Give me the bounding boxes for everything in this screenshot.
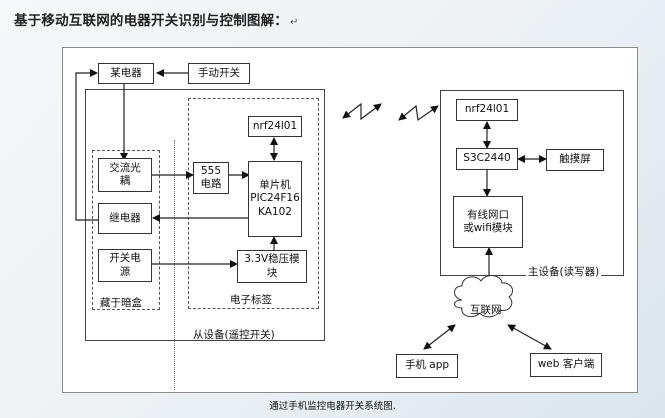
timer-555-label-2: 电路 <box>200 178 222 190</box>
s3c2440-box: S3C2440 <box>456 148 518 170</box>
heading-text: 基于移动互联网的电器开关识别与控制图解： <box>14 13 288 29</box>
mcu-label-3: KA102 <box>258 205 292 218</box>
network-module-box: 有线网口 或wifi模块 <box>453 196 523 248</box>
return-mark-icon: ↵ <box>290 17 299 28</box>
hidden-box-group <box>92 150 160 310</box>
phone-app-box: 手机 app <box>396 354 458 378</box>
wire-internet-phone <box>423 324 456 350</box>
timer-555-label-1: 555 <box>200 164 222 177</box>
ac-optocoupler-box: 交流光 耦 <box>98 158 152 192</box>
nrf-slave-box: nrf24l01 <box>248 116 302 137</box>
mcu-label-2: PIC24F16 <box>250 192 300 205</box>
electronic-tag-label: 电子标签 <box>230 294 272 306</box>
manual-switch-label: 手动开关 <box>198 66 240 79</box>
regulator-label-2: 块 <box>266 266 278 279</box>
nrf-master-label: nrf24l01 <box>464 103 510 116</box>
appliance-box: 某电器 <box>98 63 154 84</box>
phone-app-label: 手机 app <box>404 359 450 372</box>
nrf-slave-label: nrf24l01 <box>252 119 298 132</box>
touchscreen-label: 触摸屏 <box>559 153 591 166</box>
nrf-master-box: nrf24l01 <box>456 99 518 121</box>
ac-optocoupler-label-1: 交流光 <box>109 161 141 174</box>
master-device-label: 主设备(读写器) <box>526 264 602 279</box>
touchscreen-box: 触摸屏 <box>546 149 604 171</box>
internet-label: 互联网 <box>470 304 502 316</box>
page-heading: 基于移动互联网的电器开关识别与控制图解：↵ <box>14 9 299 29</box>
wireless-signal-left <box>342 102 382 121</box>
switching-power-label-1: 开关电 <box>109 252 141 265</box>
figure-caption: 通过手机监控电器开关系统图. <box>269 401 396 412</box>
slave-device-label: 从设备(遥控开关) <box>193 329 275 341</box>
hidden-box-label: 藏于暗盒 <box>100 297 142 309</box>
electronic-tag-group <box>188 98 319 309</box>
slave-device-frame <box>85 89 325 341</box>
regulator-box: 3.3V稳压模 块 <box>237 250 307 283</box>
regulator-label-1: 3.3V稳压模 <box>244 253 300 266</box>
ac-optocoupler-label-2: 耦 <box>119 175 131 187</box>
relay-label: 继电器 <box>109 211 141 224</box>
wireless-signal-right <box>398 104 439 122</box>
switching-power-box: 开关电 源 <box>98 249 152 282</box>
manual-switch-box: 手动开关 <box>188 63 250 84</box>
mcu-box: 单片机 PIC24F16 KA102 <box>248 161 302 237</box>
network-module-label-1: 有线网口 <box>467 208 509 221</box>
dotted-separator <box>174 140 175 390</box>
appliance-label: 某电器 <box>110 66 142 79</box>
timer-555-box: 555 电路 <box>193 162 229 194</box>
wire-internet-web <box>507 324 552 350</box>
mcu-label-1: 单片机 <box>259 179 291 192</box>
switching-power-label-2: 源 <box>119 265 131 278</box>
network-module-label-2: 或wifi模块 <box>463 222 513 234</box>
web-client-label: web 客户端 <box>537 358 595 371</box>
web-client-box: web 客户端 <box>530 353 602 377</box>
internet-cloud-icon <box>454 275 513 318</box>
s3c2440-label: S3C2440 <box>463 152 511 165</box>
relay-box: 继电器 <box>98 203 152 234</box>
wire-relay-to-appliance <box>75 69 98 221</box>
